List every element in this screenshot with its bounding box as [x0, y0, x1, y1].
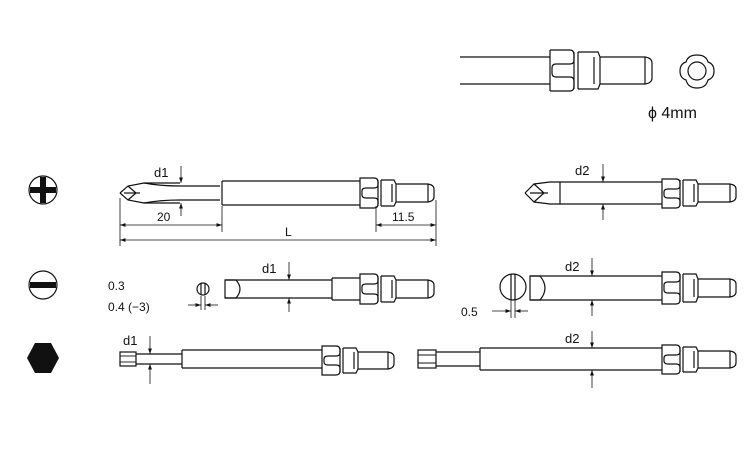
phillips-d2-label: d2	[575, 163, 589, 178]
slotted-thickness-2: 0.4 (−3)	[108, 300, 150, 314]
phillips-overall-length: L	[285, 225, 292, 239]
slotted-bit-short	[224, 273, 435, 305]
hex-bit-long	[417, 344, 737, 375]
hex-bit-short	[119, 345, 395, 376]
hex-head-icon	[27, 343, 59, 373]
slotted-thickness-1: 0.3	[108, 279, 125, 293]
shank-detail	[460, 49, 653, 92]
phillips-d1-label: d1	[154, 165, 168, 180]
slotted-end-view-large-icon	[499, 273, 527, 301]
slotted-right-thickness: 0.5	[461, 305, 478, 319]
slotted-head-icon	[28, 270, 58, 300]
phillips-head-icon	[28, 175, 58, 205]
slotted-d1-label: d1	[262, 261, 276, 276]
hex-d1-label: d1	[123, 333, 137, 348]
phillips-shank-length: 11.5	[392, 210, 415, 224]
slotted-end-view-icon	[196, 282, 210, 296]
hex-d2-label: d2	[565, 331, 579, 346]
shank-diameter-label: ϕ 4mm	[648, 105, 697, 122]
phillips-bit-long	[524, 178, 737, 209]
slotted-d2-label: d2	[565, 259, 579, 274]
shank-end-view-icon	[679, 54, 715, 89]
slotted-bit-long	[529, 271, 737, 305]
phillips-tip-length: 20	[157, 210, 171, 224]
phillips-bit-short	[119, 177, 435, 209]
